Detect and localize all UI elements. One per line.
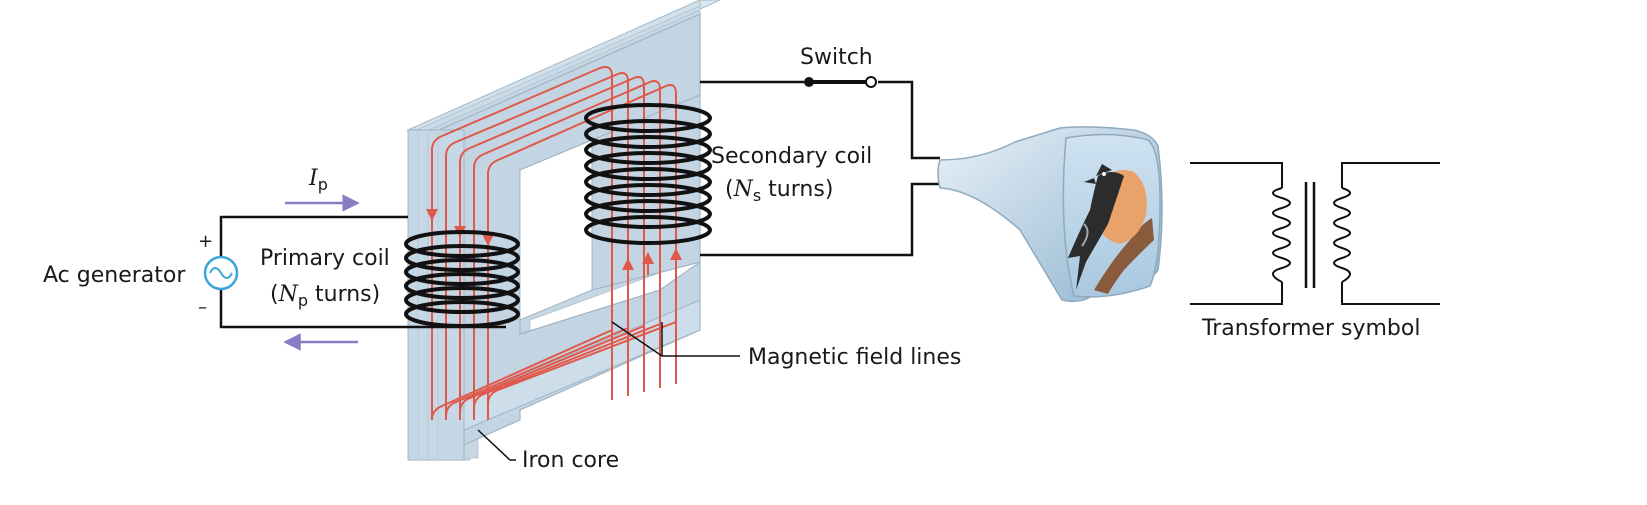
plus-sign: +: [198, 231, 213, 252]
primary-turns-label: (Np turns): [270, 282, 380, 310]
magnetic-field-lines: [426, 66, 682, 421]
minus-sign: –: [198, 297, 207, 318]
current-label: Ip: [308, 166, 328, 194]
picture-tube-icon: [937, 126, 1163, 303]
primary-circuit: [219, 215, 506, 329]
ac-generator: [203, 255, 239, 291]
secondary-circuit: [700, 80, 940, 257]
leader-lines: [477, 321, 740, 461]
bird-image: [1068, 164, 1147, 290]
secondary-coil-label: Secondary coil: [711, 144, 872, 169]
transformer-symbol-icon: [1190, 162, 1440, 305]
switch[interactable]: [804, 76, 877, 88]
transformer-symbol-label: Transformer symbol: [1201, 316, 1420, 341]
iron-core: [406, 0, 721, 461]
primary-coil-label: Primary coil: [260, 246, 390, 271]
secondary-coil: [584, 103, 712, 245]
ac-generator-label: Ac generator: [43, 263, 186, 288]
magnetic-field-lines-label: Magnetic field lines: [748, 345, 961, 370]
iron-core-label: Iron core: [522, 448, 619, 473]
switch-label: Switch: [800, 45, 873, 70]
secondary-turns-label: (Ns turns): [725, 177, 833, 205]
primary-coil: [404, 230, 520, 328]
branch: [1094, 218, 1154, 294]
